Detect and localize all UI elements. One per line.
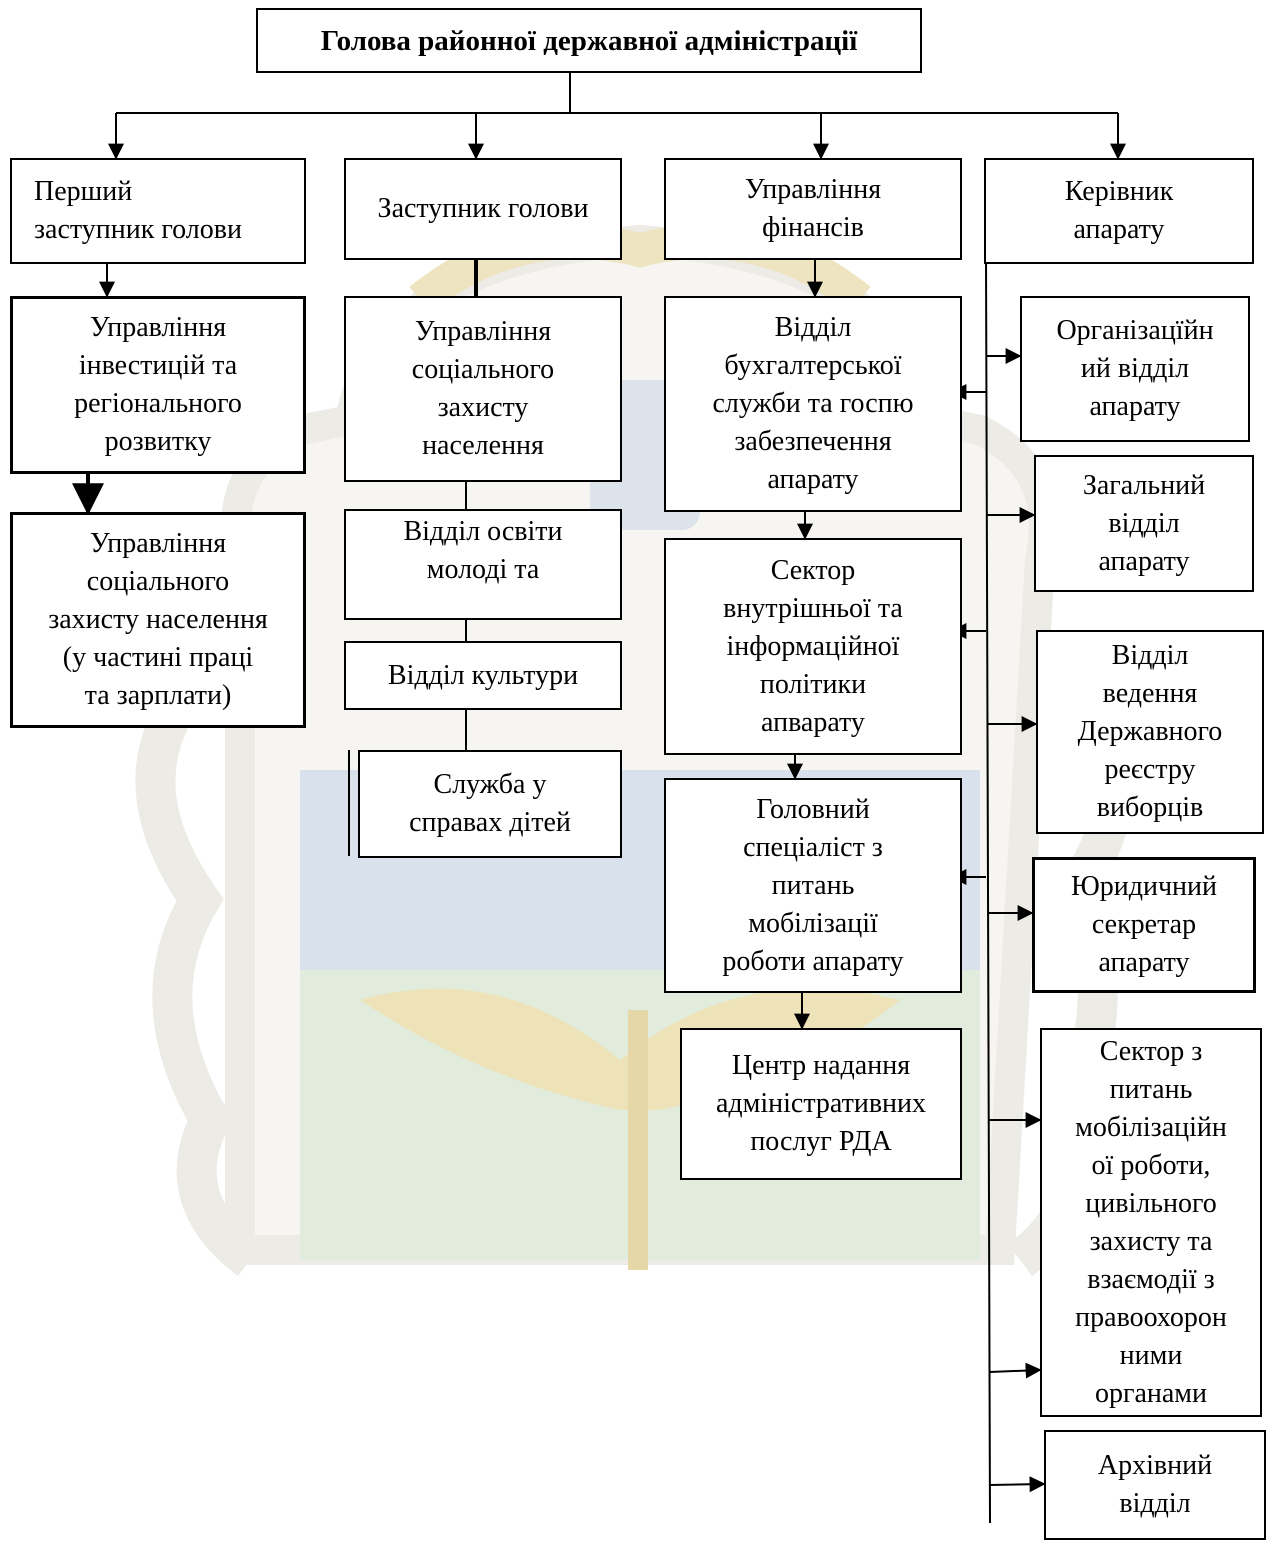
col3-box-1-label: Відділ бухгалтерської служби та госпю за… <box>712 312 914 495</box>
emblem-left-scroll <box>135 711 263 1276</box>
col4-box-5-label: Сектор з питань мобілізаційн ої роботи, … <box>1075 1035 1227 1409</box>
branch-finance-label: Управління фінансів <box>744 174 882 243</box>
col4-box-5: Сектор з питань мобілізаційн ої роботи, … <box>1040 1028 1262 1417</box>
emblem-wings <box>360 988 900 1110</box>
col3-box-3-label: Головний спеціаліст з питань мобілізації… <box>722 793 904 977</box>
col4-box-3: Відділ ведення Державного реєстру виборц… <box>1036 630 1264 834</box>
branch-chief-of-staff-label: Керівник апарату <box>1064 176 1174 245</box>
arrow-to-col4-6 <box>989 1476 1046 1493</box>
emblem-wreath <box>409 224 871 314</box>
col4-box-4-label: Юридичний секретар апарату <box>1070 871 1218 978</box>
col2-box-2: Відділ освіти молоді та <box>344 509 622 620</box>
col3-box-4: Центр надання адміністративних послуг РД… <box>680 1028 962 1180</box>
col4-box-1-label: Організацїйн ий відділ апарату <box>1056 315 1214 422</box>
arrow-to-col4-5b <box>989 1362 1042 1379</box>
col2-box-1-label: Управління соціального захисту населення <box>411 316 555 461</box>
right-bus <box>985 257 991 1524</box>
branch-deputy-label: Заступник голови <box>377 193 589 224</box>
col2-box-3: Відділ культури <box>344 641 622 710</box>
head-label: Голова районної державної адміністрації <box>320 24 858 57</box>
branch-finance: Управління фінансів <box>664 158 962 260</box>
col2-box-4: Служба у справах дітей <box>358 750 622 858</box>
col1-box-1: Управління інвестицій та регіонального р… <box>10 296 306 474</box>
branch-deputy: Заступник голови <box>344 158 622 260</box>
col3-box-2: Сектор внутрішньої та інформаційної полі… <box>664 538 962 755</box>
col1-box-2-label: Управління соціального захисту населення… <box>48 528 268 711</box>
branch-first-deputy: Перший заступник голови <box>10 158 306 264</box>
col4-box-4: Юридичний секретар апарату <box>1032 857 1256 993</box>
col2-box-3-label: Відділ культури <box>387 659 579 691</box>
emblem-caduceus <box>628 1010 648 1270</box>
col4-box-2-label: Загальний відділ апарату <box>1082 469 1206 577</box>
col4-box-2: Загальний відділ апарату <box>1034 455 1254 592</box>
col3-box-1: Відділ бухгалтерської служби та госпю за… <box>664 296 962 512</box>
col2-box-2-label: Відділ освіти молоді та <box>403 516 563 585</box>
branch-chief-of-staff: Керівник апарату <box>984 158 1254 264</box>
branch-first-deputy-label: Перший заступник голови <box>34 176 242 245</box>
col4-box-6: Архівний відділ <box>1044 1430 1266 1540</box>
col1-box-1-label: Управління інвестицій та регіонального р… <box>74 312 242 457</box>
col3-box-3: Головний спеціаліст з питань мобілізації… <box>664 778 962 993</box>
col2-box-1: Управління соціального захисту населення <box>344 296 622 482</box>
col3-box-2-label: Сектор внутрішньої та інформаційної полі… <box>723 554 903 738</box>
col3-box-4-label: Центр надання адміністративних послуг РД… <box>715 1050 927 1157</box>
col4-box-1: Організацїйн ий відділ апарату <box>1020 296 1250 442</box>
col4-box-3-label: Відділ ведення Державного реєстру виборц… <box>1077 640 1223 823</box>
col2-box-4-label: Служба у справах дітей <box>409 769 571 838</box>
col4-box-6-label: Архівний відділ <box>1097 1450 1213 1519</box>
head-box: Голова районної державної адміністрації <box>256 8 922 73</box>
col1-box-2: Управління соціального захисту населення… <box>10 512 306 728</box>
